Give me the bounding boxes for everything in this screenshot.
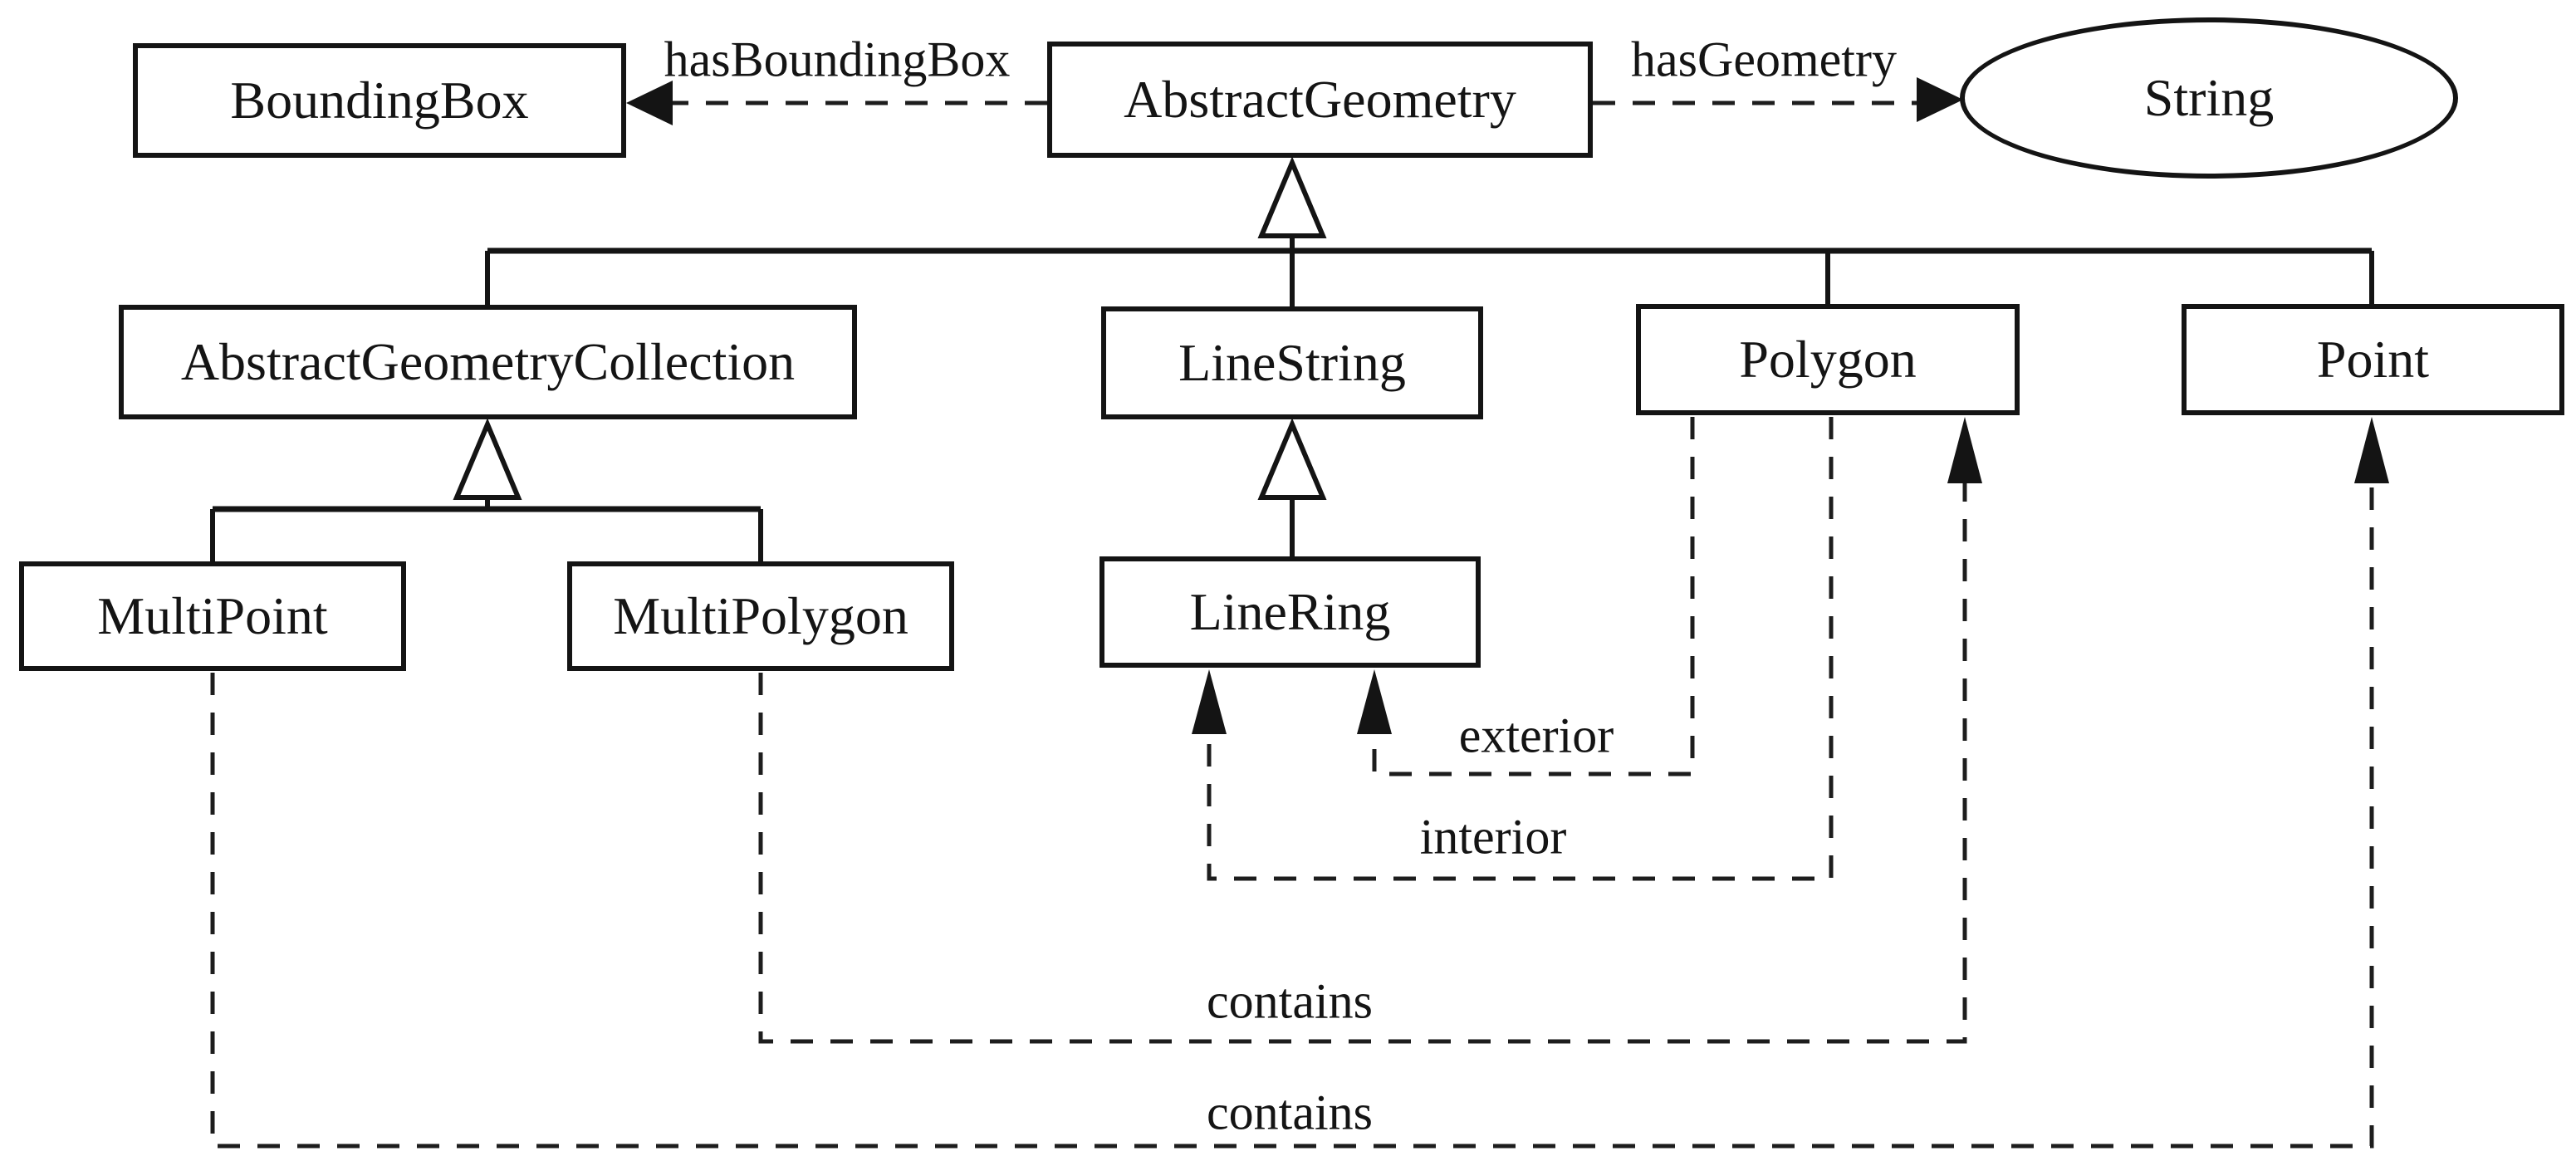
node-label: AbstractGeometryCollection (180, 332, 796, 391)
node-label: Polygon (1739, 330, 1917, 389)
hasboundingbox-arrowhead-icon (626, 81, 673, 125)
node-abstractgeometry: AbstractGeometry (1047, 42, 1593, 158)
interior-arrowhead-icon (1192, 669, 1227, 734)
edge-contains-point-line (210, 482, 2374, 1149)
edge-label-exterior: exterior (1458, 708, 1614, 763)
generalization-triangle-icon (1257, 156, 1327, 238)
node-label: BoundingBox (230, 71, 529, 130)
edge-exterior-line (1372, 417, 1695, 776)
edge-label-interior: interior (1419, 809, 1567, 865)
node-multipoint: MultiPoint (19, 561, 406, 671)
contains-point-arrowhead-icon (2354, 417, 2389, 483)
edge-label-contains-point: contains (1207, 1085, 1373, 1140)
exterior-arrowhead-icon (1357, 669, 1392, 734)
edge-interior-line (1207, 417, 1834, 881)
node-boundingbox: BoundingBox (133, 43, 626, 158)
node-multipolygon: MultiPolygon (567, 561, 954, 671)
edge-label-contains-polygon: contains (1207, 973, 1373, 1029)
node-linering: LineRing (1099, 556, 1481, 668)
edge-label-hasgeometry: hasGeometry (1631, 32, 1897, 87)
node-abstractgeometrycollection: AbstractGeometryCollection (119, 305, 857, 419)
node-string: String (1960, 17, 2458, 179)
node-label: LineRing (1189, 582, 1391, 641)
hasgeometry-arrowhead-icon (1917, 77, 1963, 122)
node-linestring: LineString (1101, 306, 1483, 419)
node-label: Point (2316, 330, 2430, 389)
edge-contains-polygon-line (758, 482, 1967, 1044)
contains-polygon-arrowhead-icon (1947, 417, 1982, 483)
node-label: MultiPolygon (613, 586, 908, 645)
node-point: Point (2182, 304, 2564, 415)
node-label: MultiPoint (97, 586, 328, 645)
node-label: AbstractGeometry (1124, 70, 1516, 129)
generalization-triangle-icon (1257, 418, 1327, 500)
generalization-triangle-icon (453, 418, 522, 500)
edge-label-hasboundingbox: hasBoundingBox (664, 32, 1011, 87)
node-polygon: Polygon (1636, 304, 2020, 415)
node-label: LineString (1178, 333, 1406, 392)
node-label: String (2143, 68, 2275, 127)
